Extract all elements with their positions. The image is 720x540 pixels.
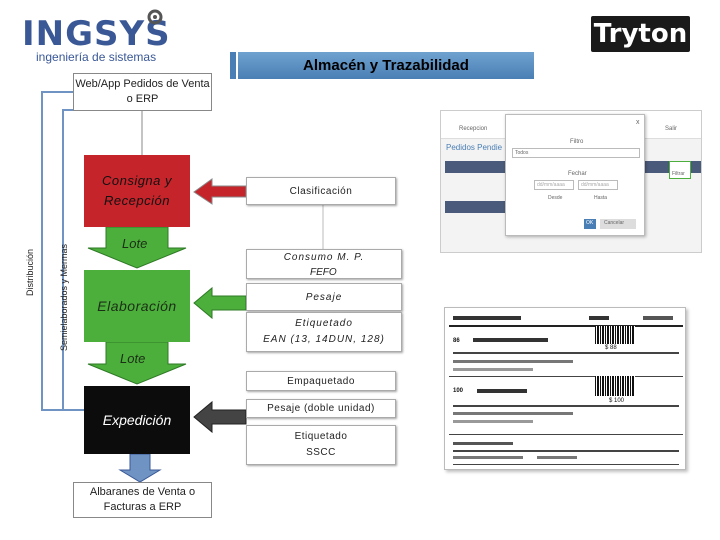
expedicion-arrow: [193, 400, 247, 434]
gear-icon: [147, 9, 163, 25]
fecha-label: Fechar: [568, 171, 587, 177]
label-row-text: [643, 316, 673, 320]
distribucion-label: Distribución: [25, 248, 35, 296]
column-header-bar: [445, 161, 505, 173]
etiquetado-box: Etiquetado EAN (13, 14DUN, 128): [246, 312, 402, 352]
hasta-label: Hasta: [594, 195, 608, 201]
empaquetado-box: Empaquetado: [246, 371, 396, 391]
ingsys-logo-name: INGSYS: [22, 14, 171, 54]
label-row-text: [477, 389, 527, 393]
label-row-text: [453, 316, 521, 320]
barcode-2: [595, 376, 635, 396]
column-header-bar-2: [445, 201, 505, 213]
tryton-logo: Tryton: [591, 16, 690, 52]
label-divider: [453, 450, 679, 452]
filtrar-button[interactable]: Filtrar: [669, 161, 691, 179]
pesaje-doble-unidad-box: Pesaje (doble unidad): [246, 399, 396, 418]
pesaje-box: Pesaje: [246, 283, 402, 311]
lote-bottom-label: Lote: [120, 351, 146, 366]
filter-title: Filtro: [570, 139, 584, 145]
albaranes-box: Albaranes de Venta o Facturas a ERP: [73, 482, 212, 518]
lote-arrow-bottom: [87, 341, 187, 385]
label-row-text: [453, 442, 513, 445]
ok-button-label: OK: [586, 220, 594, 226]
label-row-text: [537, 456, 577, 459]
consigna-recepcion-box: Consigna y Recepción: [84, 155, 190, 227]
label-divider: [449, 325, 683, 327]
expedicion-box: Expedición: [84, 386, 190, 454]
filter-select[interactable]: Todos: [512, 148, 640, 158]
ingsys-logo-tagline: ingeniería de sistemas: [36, 50, 157, 64]
etiquetado-sscc-line1: Etiquetado: [294, 431, 348, 442]
label-divider: [453, 405, 679, 407]
label-row-text: [453, 456, 523, 459]
consigna-line2: Recepción: [104, 193, 170, 208]
lote-top-label: Lote: [122, 236, 148, 251]
cancel-button[interactable]: Cancelar: [600, 219, 636, 229]
label-row-text: [453, 360, 573, 363]
consigna-line1: Consigna y: [101, 172, 173, 188]
header-accent: [230, 52, 236, 79]
label-qty-1: 86: [453, 338, 460, 344]
consumo-label: Consumo M. P.: [283, 252, 365, 263]
cancel-button-label: Cancelar: [604, 220, 625, 226]
barcode-1: [595, 326, 635, 344]
fefo-label: FEFO: [310, 267, 337, 278]
label-price-1: $ 88: [605, 345, 617, 351]
labels-sheet: 86 $ 88 100 $ 100: [444, 307, 686, 470]
label-price-2: $ 100: [609, 398, 625, 404]
desde-label: Desde: [548, 195, 563, 201]
consumo-mp-box: Consumo M. P.: [246, 249, 402, 279]
label-row-text: [589, 316, 609, 320]
expedicion-to-albaranes-arrow: [118, 453, 162, 483]
lote-arrow-top: [87, 226, 187, 269]
label-divider: [453, 352, 679, 354]
etiquetado-label: Etiquetado: [295, 318, 353, 329]
date-from-input[interactable]: dd/mm/aaaa: [534, 180, 574, 190]
filter-modal: x Filtro Todos Fechar dd/mm/aaaa dd/mm/a…: [505, 114, 645, 236]
ok-button[interactable]: OK: [584, 219, 596, 229]
semielaborados-label: Semielaborados y Mermas: [59, 243, 69, 351]
clasificacion-box: Clasificación: [246, 177, 396, 205]
date-to-placeholder: dd/mm/aaaa: [581, 182, 609, 188]
label-row-text: [453, 420, 533, 423]
close-icon[interactable]: x: [636, 119, 640, 126]
filtrar-label: Filtrar: [672, 171, 685, 177]
label-divider: [449, 434, 683, 435]
label-row-text: [453, 412, 573, 415]
etiquetado-sscc-line2: SSCC: [306, 447, 336, 458]
filter-select-value: Todos: [515, 150, 529, 156]
pedidos-label: Pedidos Pendie: [446, 143, 503, 152]
elaboracion-box: Elaboración: [84, 270, 190, 342]
clasificacion-arrow: [193, 178, 247, 205]
label-divider: [449, 376, 683, 377]
recepcion-label: Recepcion: [459, 126, 488, 132]
ean-label: EAN (13, 14DUN, 128): [263, 334, 385, 345]
etiquetado-sscc-box: Etiquetado SSCC: [246, 425, 396, 465]
web-app-pedidos-box: Web/App Pedidos de Venta o ERP: [73, 73, 212, 111]
consumo-arrow: [193, 286, 247, 320]
label-row-text: [473, 338, 548, 342]
label-row-text: [453, 368, 533, 371]
page-title: Almacén y Trazabilidad: [238, 52, 534, 79]
tryton-screenshot: Recepcion Salir Pedidos Pendie Filtrar x…: [440, 110, 702, 253]
label-divider: [453, 464, 679, 465]
label-qty-2: 100: [453, 388, 464, 394]
date-to-input[interactable]: dd/mm/aaaa: [578, 180, 618, 190]
salir-label: Salir: [665, 126, 678, 132]
date-from-placeholder: dd/mm/aaaa: [537, 182, 565, 188]
